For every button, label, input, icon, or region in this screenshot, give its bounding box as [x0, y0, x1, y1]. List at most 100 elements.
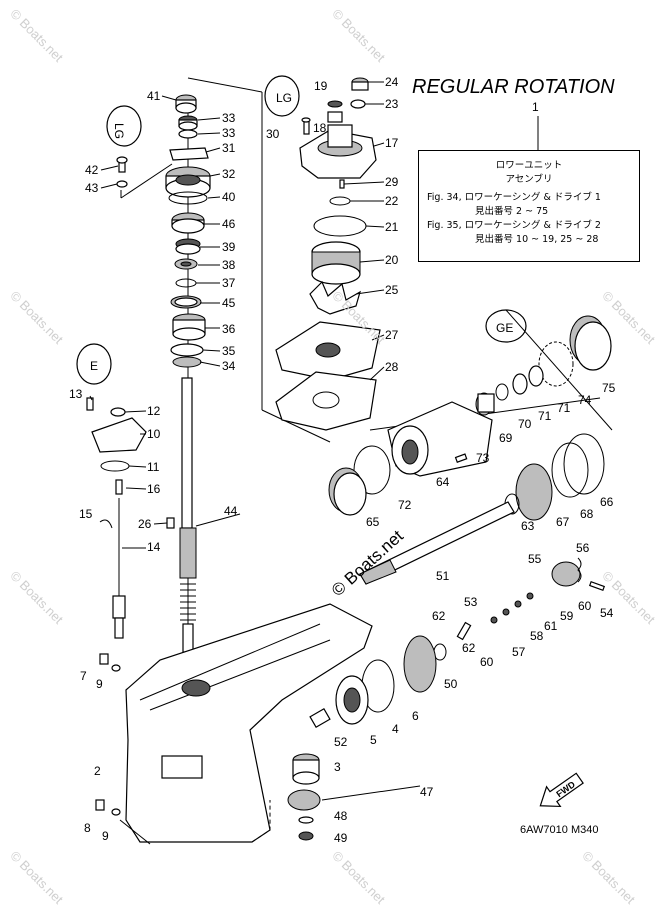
- callout-5: 5: [370, 733, 377, 747]
- callout-43: 43: [85, 181, 99, 195]
- sealant-label-lg-2: LG: [276, 91, 292, 105]
- callout-73: 73: [476, 451, 490, 465]
- callout-45: 45: [222, 296, 236, 310]
- callout-41: 41: [147, 89, 161, 103]
- callout-25: 25: [385, 283, 399, 297]
- callout-70: 70: [518, 417, 532, 431]
- callout-7: 7: [80, 669, 87, 683]
- callout-74: 74: [578, 393, 592, 407]
- callout-35: 35: [222, 344, 236, 358]
- callout-22: 22: [385, 194, 399, 208]
- driveshaft-stack: [165, 94, 211, 653]
- callout-39: 39: [222, 240, 236, 254]
- callout-8: 8: [84, 821, 91, 835]
- callout-4: 4: [392, 722, 399, 736]
- callout-15: 15: [79, 507, 93, 521]
- bolt-42-washer-43: [116, 156, 128, 188]
- forward-direction-arrow: FWD: [539, 772, 584, 808]
- callout-19: 19: [314, 79, 328, 93]
- callout-58: 58: [530, 629, 544, 643]
- callout-21: 21: [385, 220, 399, 234]
- water-pump-assembly: [275, 77, 381, 431]
- legend-ref-number: 1: [532, 100, 539, 114]
- callout-20: 20: [385, 253, 399, 267]
- legend-fig34: Fig. 34, ロワーケーシング & ドライブ 1: [427, 192, 601, 203]
- callout-36: 36: [222, 322, 236, 336]
- callout-33: 33: [222, 111, 236, 125]
- callout-13: 13: [69, 387, 83, 401]
- callout-labels: 41 33 33 31 32 40 46 39 38 37 45 36 35 3…: [69, 75, 616, 845]
- callout-14: 14: [147, 540, 161, 554]
- callout-18: 18: [313, 121, 327, 135]
- callout-33b: 33: [222, 126, 236, 140]
- callout-60b: 60: [480, 655, 494, 669]
- callout-37: 37: [222, 276, 236, 290]
- callout-2: 2: [94, 764, 101, 778]
- callout-71b: 71: [538, 409, 552, 423]
- callout-47: 47: [420, 785, 434, 799]
- legend-line-2: アセンブリ: [505, 174, 553, 185]
- callout-59: 59: [560, 609, 574, 623]
- callout-9: 9: [96, 677, 103, 691]
- callout-42: 42: [85, 163, 99, 177]
- callout-71: 71: [557, 401, 571, 415]
- drawing-code: 6AW7010 M340: [520, 824, 599, 836]
- callout-40: 40: [222, 190, 236, 204]
- callout-65: 65: [366, 515, 380, 529]
- callout-3: 3: [334, 760, 341, 774]
- lower-unit-legend: ロワーユニット アセンブリ Fig. 34, ロワーケーシング & ドライブ 1…: [418, 150, 640, 262]
- sealant-label-e: E: [90, 359, 98, 373]
- callout-63: 63: [521, 519, 535, 533]
- callout-51: 51: [436, 569, 450, 583]
- sealant-callouts: LG LG GE E: [76, 75, 527, 385]
- callout-48: 48: [334, 809, 348, 823]
- callout-16: 16: [147, 482, 161, 496]
- callout-10: 10: [147, 427, 161, 441]
- callout-75: 75: [602, 381, 616, 395]
- callout-23: 23: [385, 97, 399, 111]
- callout-12: 12: [147, 404, 161, 418]
- diagram-title: REGULAR ROTATION: [412, 76, 615, 98]
- callout-9b: 9: [102, 829, 109, 843]
- shift-rod-assembly: [86, 397, 147, 639]
- callout-67: 67: [556, 515, 570, 529]
- callout-52: 52: [334, 735, 348, 749]
- callout-44: 44: [224, 504, 238, 518]
- callout-68: 68: [580, 507, 594, 521]
- callout-27: 27: [385, 328, 399, 342]
- callout-46: 46: [222, 217, 236, 231]
- callout-34: 34: [222, 359, 236, 373]
- callout-64: 64: [436, 475, 450, 489]
- callout-60: 60: [578, 599, 592, 613]
- callout-31: 31: [222, 141, 236, 155]
- callout-24: 24: [385, 75, 399, 89]
- legend-line-1: ロワーユニット: [495, 160, 563, 171]
- callout-53: 53: [464, 595, 478, 609]
- legend-fig34-sub: 見出番号 2 ~ 75: [475, 206, 549, 217]
- lower-gear-assembly: [287, 635, 437, 841]
- callout-30: 30: [266, 127, 280, 141]
- callout-55: 55: [528, 552, 542, 566]
- sealant-label-lg: LG: [112, 123, 126, 139]
- lower-casing: [119, 603, 373, 845]
- leader-lines: [89, 81, 539, 549]
- callout-6: 6: [412, 709, 419, 723]
- legend-fig35-sub: 見出番号 10 ~ 19, 25 ~ 28: [475, 234, 599, 245]
- callout-49: 49: [334, 831, 348, 845]
- callout-72: 72: [398, 498, 412, 512]
- casing-fasteners: [95, 653, 121, 816]
- legend-fig35: Fig. 35, ロワーケーシング & ドライブ 2: [427, 220, 601, 231]
- callout-57: 57: [512, 645, 526, 659]
- callout-26: 26: [138, 517, 152, 531]
- callout-32: 32: [222, 167, 236, 181]
- callout-28: 28: [385, 360, 399, 374]
- callout-61: 61: [544, 619, 558, 633]
- callout-66: 66: [600, 495, 614, 509]
- callout-50: 50: [444, 677, 458, 691]
- callout-54: 54: [600, 606, 614, 620]
- sealant-label-ge: GE: [496, 321, 513, 335]
- callout-29: 29: [385, 175, 399, 189]
- callout-56: 56: [576, 541, 590, 555]
- callout-62b: 62: [462, 641, 476, 655]
